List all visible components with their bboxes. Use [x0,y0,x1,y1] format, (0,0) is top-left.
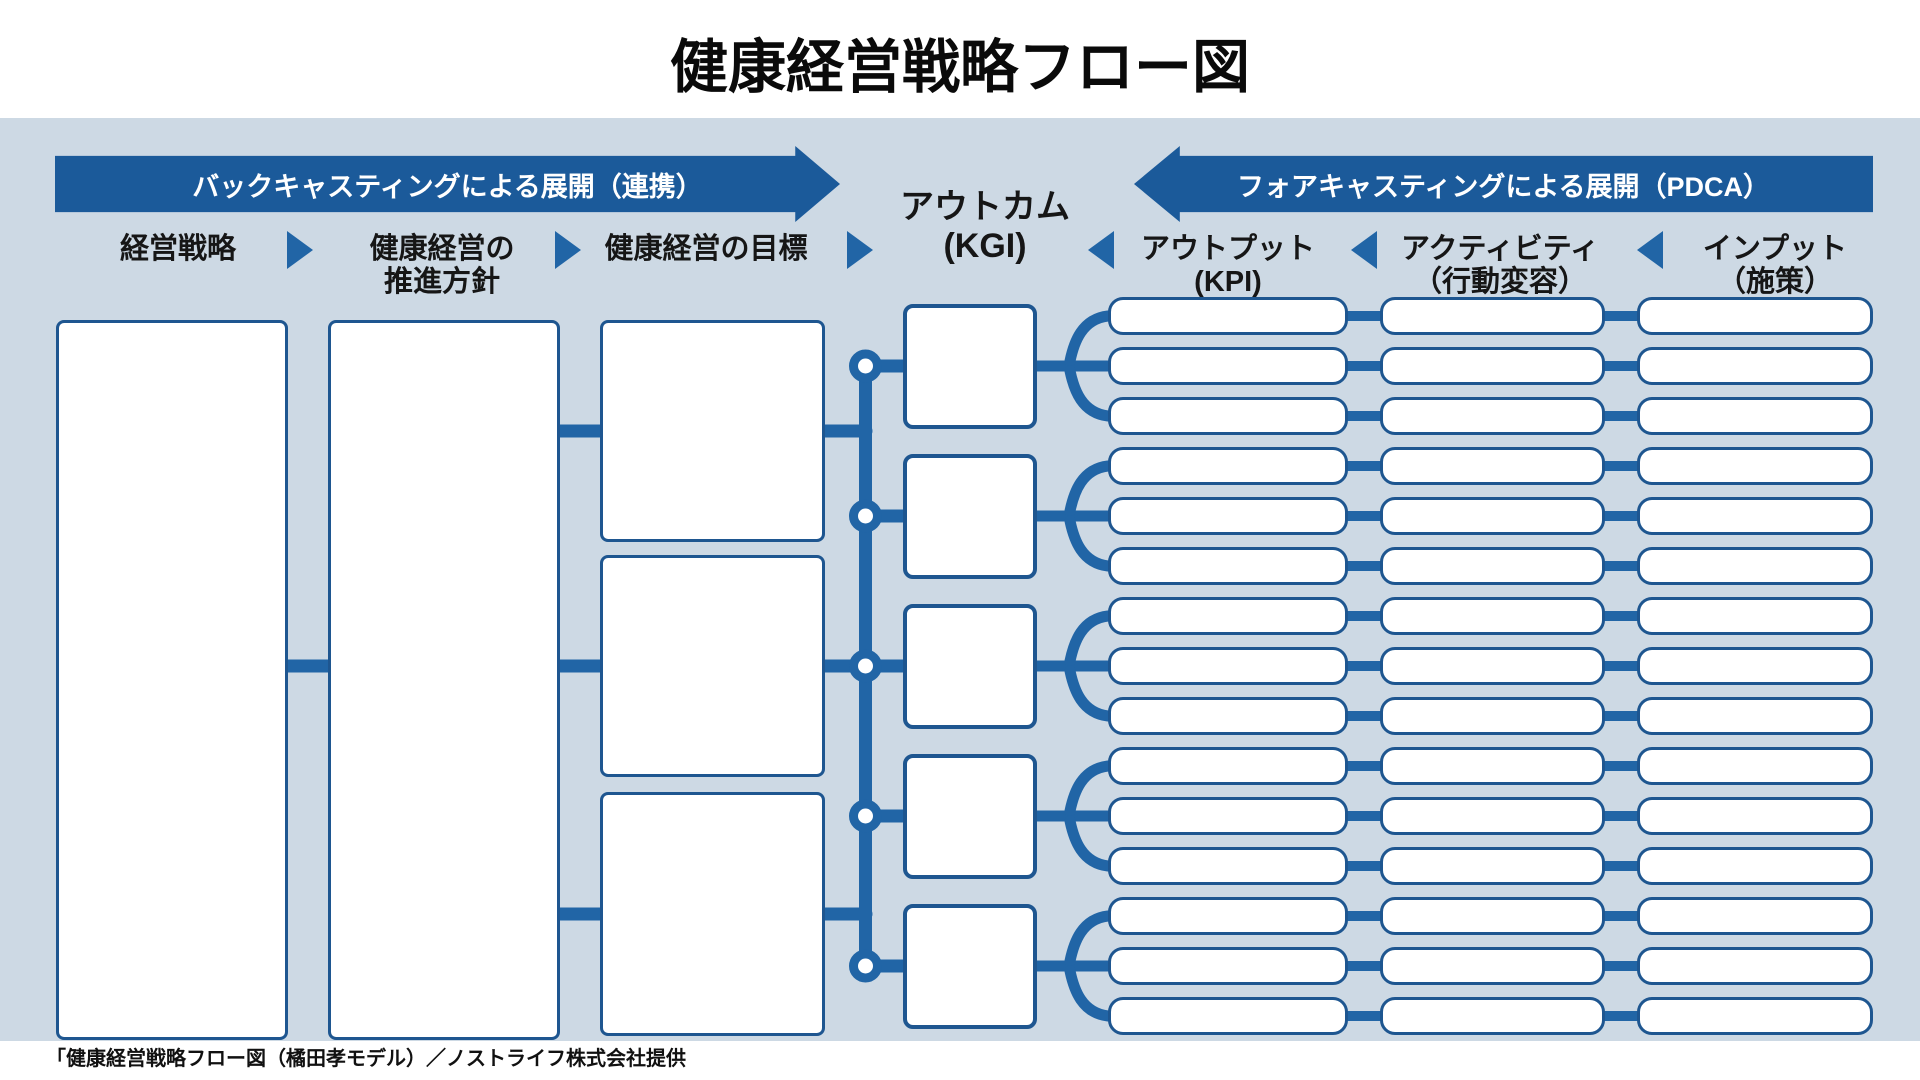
column-header-goal: 健康経営の目標 [604,233,808,265]
input-box [1637,847,1873,885]
input-box [1637,447,1873,485]
column-header-outcome-kgi: アウトカム (KGI) [900,188,1070,265]
column-header-policy: 健康経営の 推進方針 [369,233,515,298]
kgi-box-1 [903,303,1037,429]
kpi-box [1108,647,1348,685]
goal-box-1 [600,320,825,542]
kpi-box [1108,997,1348,1035]
input-box [1637,747,1873,785]
kpi-box [1108,547,1348,585]
activity-box [1380,947,1605,985]
forecasting-banner-arrow: フォアキャスティングによる展開（PDCA） [1134,146,1873,222]
column-header-output-kpi: アウトプット (KPI) [1140,233,1316,298]
goal-box-2 [600,555,825,777]
kpi-box [1108,397,1348,435]
kpi-box [1108,897,1348,935]
input-box [1637,997,1873,1035]
activity-box [1380,797,1605,835]
activity-box [1380,297,1605,335]
kgi-box-3 [903,603,1037,729]
backcasting-banner-arrow: バックキャスティングによる展開（連携） [55,146,840,222]
kgi-box-4 [903,753,1037,879]
input-box [1637,397,1873,435]
kpi-box [1108,947,1348,985]
kpi-box [1108,447,1348,485]
activity-box [1380,847,1605,885]
kpi-box [1108,297,1348,335]
activity-box [1380,547,1605,585]
kpi-box [1108,797,1348,835]
activity-box [1380,747,1605,785]
forecasting-banner-label: フォアキャスティングによる展開（PDCA） [1236,171,1771,202]
input-box [1637,347,1873,385]
input-box [1637,897,1873,935]
input-box [1637,547,1873,585]
activity-box [1380,647,1605,685]
input-box [1637,297,1873,335]
column-header-activity: アクティビティ （行動変容） [1400,233,1600,298]
kpi-box [1108,597,1348,635]
activity-box [1380,347,1605,385]
input-box [1637,947,1873,985]
input-box [1637,597,1873,635]
kpi-box [1108,697,1348,735]
column-header-strategy: 経営戦略 [119,233,237,265]
strategy-box [56,320,288,1040]
backcasting-banner-label: バックキャスティングによる展開（連携） [192,171,703,202]
activity-box [1380,897,1605,935]
kpi-box [1108,497,1348,535]
activity-box [1380,497,1605,535]
activity-box [1380,597,1605,635]
input-box [1637,647,1873,685]
input-box [1637,497,1873,535]
kgi-box-5 [903,903,1037,1029]
kpi-box [1108,347,1348,385]
activity-box [1380,447,1605,485]
activity-box [1380,997,1605,1035]
activity-box [1380,697,1605,735]
column-header-input: インプット （施策） [1702,233,1848,298]
kpi-box [1108,847,1348,885]
kpi-box [1108,747,1348,785]
page-title: 健康経営戦略フロー図 [669,35,1250,100]
source-credit: 「健康経営戦略フロー図（橘田孝モデル）／ノストライフ株式会社提供 [46,1048,686,1070]
goal-box-3 [600,792,825,1036]
input-box [1637,797,1873,835]
policy-box [328,320,560,1040]
input-box [1637,697,1873,735]
kgi-box-2 [903,453,1037,579]
activity-box [1380,397,1605,435]
